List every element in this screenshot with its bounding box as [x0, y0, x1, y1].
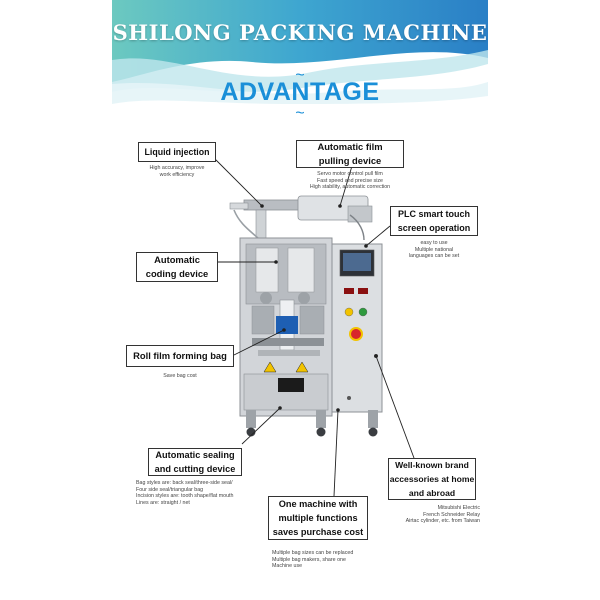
callout-coding-device: Automatic coding device — [136, 252, 218, 282]
callout-liquid-injection: Liquid injection — [138, 142, 216, 162]
callout-brand-accessories-desc: Mitsubishi Electric French Schneider Rel… — [405, 505, 480, 525]
callout-sealing-cutting: Automatic sealing and cutting device — [148, 448, 242, 476]
tilde-top-decoration: ~ — [295, 67, 305, 84]
callout-plc-desc: easy to use Multiple national languages … — [408, 240, 460, 260]
brand-title: SHILONG PACKING MACHINE — [112, 20, 488, 45]
callout-roll-film-desc: Save bag cost — [163, 373, 197, 379]
tilde-bottom-decoration: ~ — [295, 105, 305, 122]
product-advantage-page: SHILONG PACKING MACHINE ~ ADVANTAGE ~ — [112, 0, 488, 600]
callout-liquid-injection-desc: High accuracy, improve work efficiency — [149, 165, 205, 178]
callout-multi-function: One machine with multiple functions save… — [268, 496, 368, 540]
section-title: ADVANTAGE — [220, 78, 380, 106]
callout-sealing-desc: Bag styles are: back seal/three-side sea… — [136, 480, 234, 506]
callout-film-pulling: Automatic film pulling device — [296, 140, 404, 168]
packing-machine-illustration — [229, 195, 383, 437]
callout-multi-function-desc: Multiple bag sizes can be replaced Multi… — [272, 550, 354, 570]
callout-brand-accessories: Well-known brand accessories at home and… — [388, 458, 476, 500]
banner-background — [112, 0, 488, 112]
callout-plc-touch-screen: PLC smart touch screen operation — [390, 206, 478, 236]
callout-roll-film: Roll film forming bag — [126, 345, 234, 367]
callout-film-pulling-desc: Servo motor control pull film Fast speed… — [309, 171, 391, 191]
callout-connector-lines — [213, 157, 415, 497]
header-banner: SHILONG PACKING MACHINE — [112, 0, 488, 112]
